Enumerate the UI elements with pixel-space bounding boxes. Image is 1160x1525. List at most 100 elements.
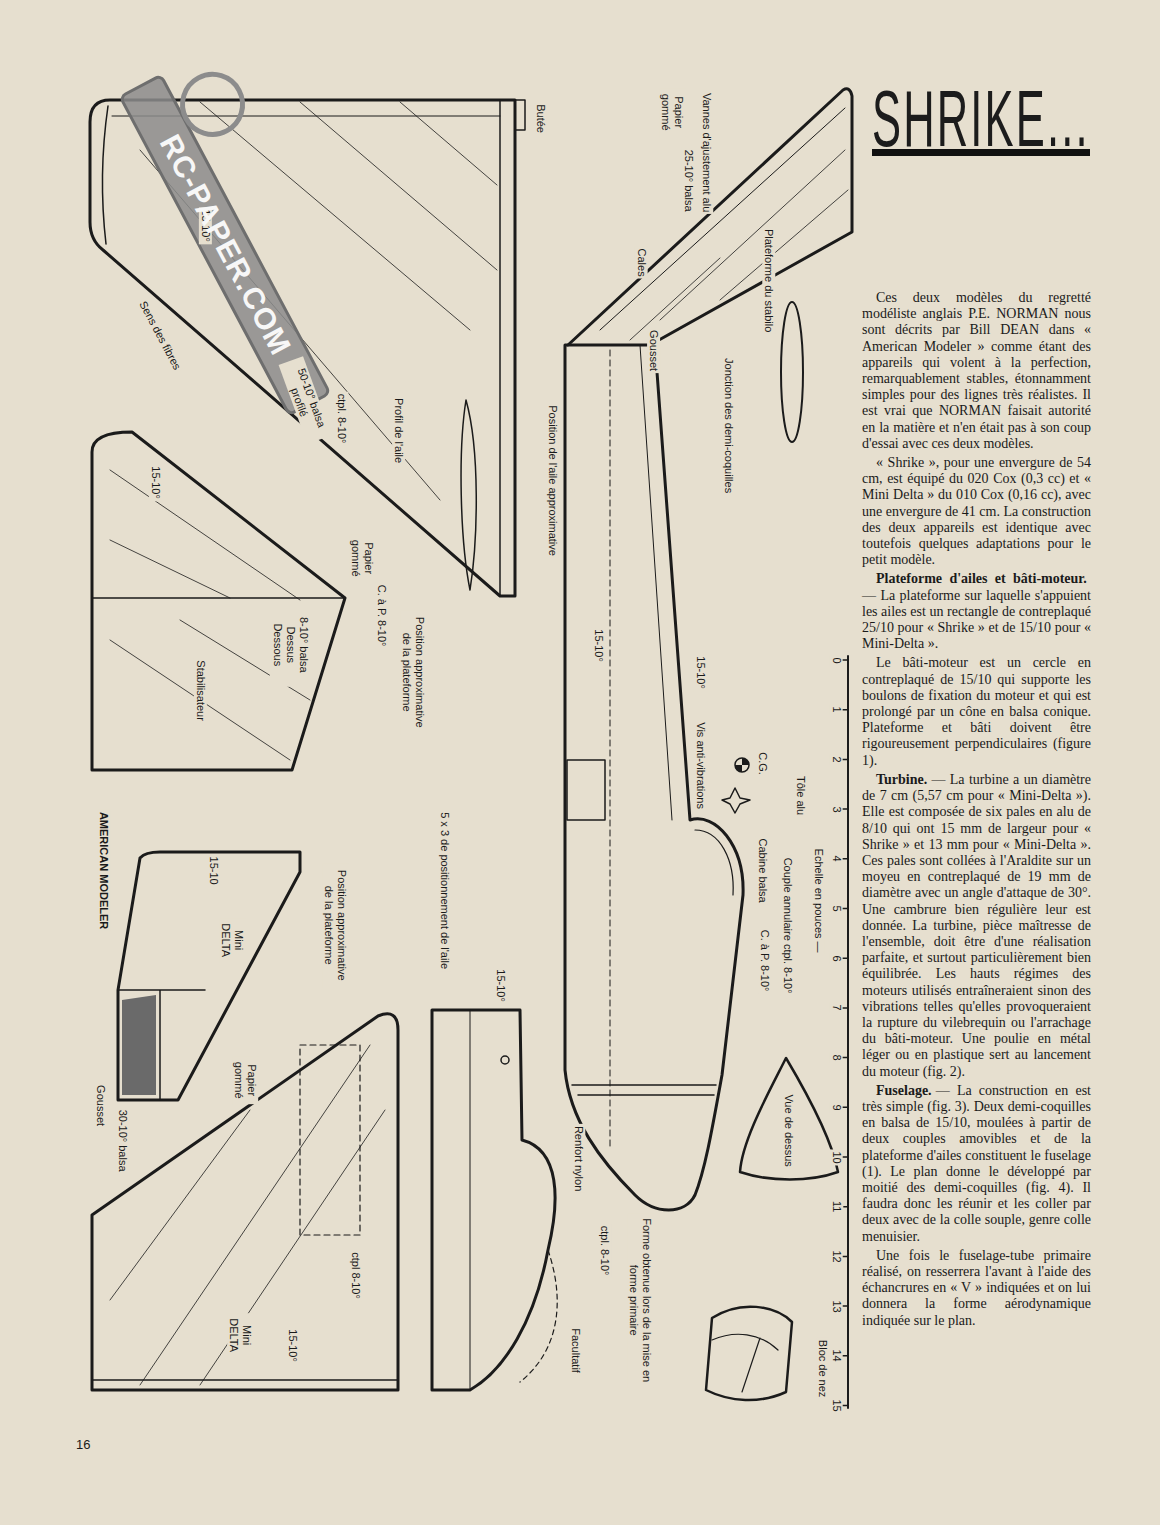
body-text: « Shrike », pour une envergure de 54 cm,… bbox=[862, 455, 1091, 567]
scale-number: 1 bbox=[829, 705, 842, 715]
fin-spar bbox=[600, 108, 845, 330]
part-label: Cales bbox=[634, 246, 647, 278]
scale-bar bbox=[847, 656, 849, 1408]
part-label: C. à P. 8-10° bbox=[758, 927, 771, 993]
part-label: Jonction des demi-coquilles bbox=[721, 356, 734, 495]
body-text: Une fois le fuselage-tube primaire réali… bbox=[862, 1248, 1091, 1328]
part-label: Mini DELTA bbox=[227, 1313, 253, 1357]
watermark: RC-PAPER.COM bbox=[151, 127, 300, 364]
scale-number: 6 bbox=[829, 953, 842, 963]
wood-grain bbox=[140, 102, 497, 500]
part-label: 50-10° balsa profilé bbox=[278, 356, 332, 444]
fin-outline bbox=[568, 89, 852, 345]
part-label: 15-10° bbox=[493, 967, 506, 1004]
cg-symbol bbox=[735, 758, 749, 772]
part-label: 15-10° bbox=[693, 654, 706, 691]
part-label: Echelle en pouces — bbox=[811, 846, 824, 954]
fuselage-outline bbox=[565, 345, 743, 1210]
scale-number: 0 bbox=[829, 655, 842, 665]
delta-wing-outline bbox=[92, 1014, 398, 1390]
scale-number: 14 bbox=[830, 1348, 843, 1364]
body-text: Ces deux modèles du regretté modéliste a… bbox=[862, 290, 1091, 451]
stabilizer-outline bbox=[92, 432, 345, 770]
scale-number: 3 bbox=[829, 804, 842, 814]
part-label: Papier gommé bbox=[349, 534, 375, 582]
part-label: Mini DELTA bbox=[219, 918, 245, 962]
title-heading: SHRIKE... bbox=[872, 79, 1090, 159]
watermark-stamp bbox=[120, 46, 384, 415]
wing-profile bbox=[461, 400, 476, 590]
part-label: Couple annulaire ctpl. 8-10° bbox=[780, 855, 793, 995]
stabilizer-platform bbox=[781, 302, 803, 442]
paragraph: Ces deux modèles du regretté modéliste a… bbox=[862, 290, 1091, 452]
section-heading: Fuselage. bbox=[876, 1083, 932, 1098]
part-label: ctpl. 8-10° bbox=[335, 391, 348, 445]
scale-number: 5 bbox=[829, 904, 842, 914]
alu-plate bbox=[722, 788, 750, 813]
part-label: 15-10° bbox=[148, 464, 161, 501]
stabilizer-hinge bbox=[92, 597, 345, 599]
wing-root-rib bbox=[499, 100, 501, 596]
part-label: Vue de dessus bbox=[782, 1092, 795, 1168]
body-text: — La plateforme sur laquelle s'appuient … bbox=[862, 588, 1091, 652]
part-label: ctpl 8-10° bbox=[348, 1250, 361, 1301]
fin-outline bbox=[118, 852, 300, 1100]
cg-quarters bbox=[735, 758, 749, 772]
shell-joint bbox=[640, 345, 672, 820]
part-label: Papier gommé bbox=[659, 88, 685, 136]
part-label: Position approximative de la plateforme bbox=[322, 863, 348, 987]
scale-number: 10 bbox=[830, 1149, 843, 1165]
scale-number: 12 bbox=[830, 1248, 843, 1264]
wood-grain bbox=[110, 470, 310, 760]
paragraph: Fuselage.— La construction en est très s… bbox=[862, 1083, 1091, 1245]
paragraph: Turbine.— La turbine a un diamètre de 7 … bbox=[862, 772, 1091, 1080]
paragraph: « Shrike », pour une envergure de 54 cm,… bbox=[862, 455, 1091, 568]
nose-block bbox=[706, 1307, 792, 1400]
part-label: Papier gommé bbox=[232, 1056, 258, 1104]
part-label: Plateforme du stabilo bbox=[762, 226, 775, 333]
section-heading: Turbine. bbox=[876, 772, 927, 787]
part-label: C.G. bbox=[755, 750, 768, 777]
scale-number: 4 bbox=[829, 854, 842, 864]
article-text: Ces deux modèles du regretté modéliste a… bbox=[862, 290, 1091, 1332]
part-label: C. à P. 8-10° bbox=[375, 582, 388, 648]
part-label: Sens des fibres bbox=[135, 297, 184, 374]
fin-rib bbox=[118, 990, 205, 1100]
wood-grain bbox=[630, 150, 848, 340]
part-label: 15-10° bbox=[285, 1327, 298, 1364]
part-label: 15-10 bbox=[206, 854, 219, 886]
part-label: Facultatif bbox=[568, 1326, 581, 1375]
page-number: 16 bbox=[74, 1437, 92, 1453]
part-label: 15-10° bbox=[591, 627, 604, 664]
paragraph: Le bâti-moteur est un cercle en contrepl… bbox=[862, 655, 1091, 768]
scale-number: 7 bbox=[829, 1003, 842, 1013]
scale-number: 13 bbox=[830, 1298, 843, 1314]
part-label: Renfort nylon bbox=[572, 1123, 585, 1192]
fin-shading bbox=[122, 995, 156, 1095]
half-shell-outline bbox=[432, 1010, 555, 1390]
part-label: 30-10° balsa bbox=[115, 1107, 128, 1173]
cabin-line bbox=[695, 830, 733, 895]
part-label: Stabilisateur bbox=[193, 658, 206, 723]
optional-outline bbox=[520, 1250, 557, 1382]
section-heading: Plateforme d'ailes et bâti-moteur. bbox=[876, 571, 1087, 586]
paragraph: Une fois le fuselage-tube primaire réali… bbox=[862, 1248, 1091, 1329]
scale-number: 15 bbox=[830, 1397, 843, 1413]
scale-number: 9 bbox=[829, 1102, 842, 1112]
part-label: 25-10° balsa bbox=[681, 147, 694, 213]
part-label: 5 x 3 de positionnement de l'aile bbox=[437, 810, 450, 971]
intake-lines bbox=[572, 1085, 716, 1095]
part-label: Forme obtenue lors de la mise en forme p… bbox=[627, 1213, 653, 1387]
scale-ticks bbox=[841, 660, 848, 1406]
part-label: Bloc de nez bbox=[816, 1337, 829, 1398]
part-label: Position approximative de la plateforme bbox=[400, 610, 426, 734]
body-text: Le bâti-moteur est un cercle en contrepl… bbox=[862, 655, 1091, 767]
part-label: Gousset bbox=[93, 1083, 106, 1128]
wing-platform bbox=[567, 760, 605, 820]
scale-number: 8 bbox=[829, 1053, 842, 1063]
part-label: 8-10° balsa Dessus Dessous bbox=[270, 603, 310, 687]
stop-block bbox=[515, 100, 525, 130]
part-label: Vannes d'ajustement alu bbox=[700, 90, 713, 213]
